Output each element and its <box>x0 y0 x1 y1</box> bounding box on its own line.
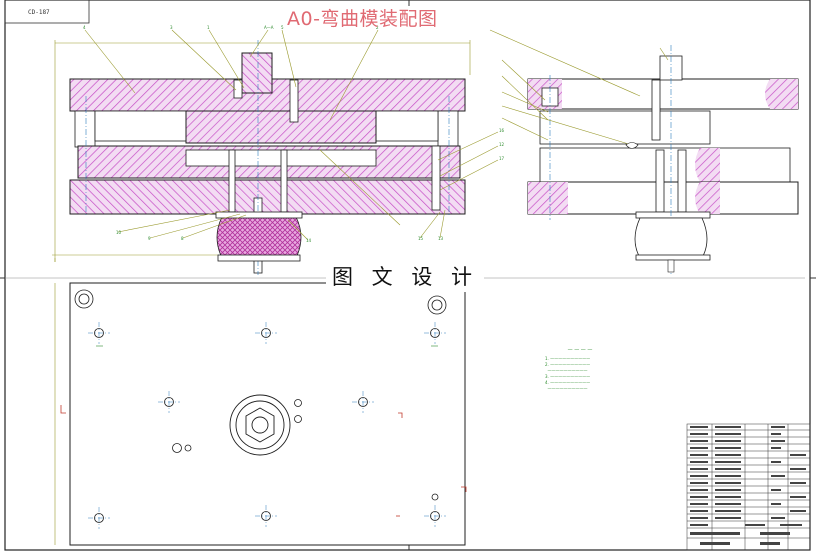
svg-text:5: 5 <box>281 25 284 30</box>
svg-text:13: 13 <box>438 236 444 241</box>
plan-centerlines <box>88 322 446 529</box>
guide-post-left <box>74 110 96 148</box>
guide-post-right <box>437 110 459 148</box>
rubber-spring <box>215 211 303 262</box>
front-view-dimensions <box>52 40 471 262</box>
drawing-code-box <box>4 0 90 24</box>
technical-notes-heading: — — — — <box>567 347 593 353</box>
svg-text:9: 9 <box>148 236 151 241</box>
svg-text:12: 12 <box>499 142 505 147</box>
svg-text:17: 17 <box>499 156 505 161</box>
svg-text:16: 16 <box>499 128 505 133</box>
front-view: 4 3 1 A—A 5 2 16 12 17 10 9 8 14 15 13 <box>52 25 505 275</box>
front-leaders <box>84 29 499 241</box>
svg-text:14: 14 <box>306 238 312 243</box>
plan-center-boss <box>229 394 291 456</box>
watermark-text: 图 文 设 计 <box>326 262 484 292</box>
side-top-plate <box>527 78 799 110</box>
title-block <box>686 423 811 551</box>
title-block-fill <box>690 426 806 545</box>
technical-note-line: 3. —————————— <box>545 374 591 379</box>
technical-note-line: 1. —————————— <box>545 356 591 361</box>
punch-plate <box>185 110 377 144</box>
technical-note-line: 4. —————————— <box>545 380 591 385</box>
technical-note-line: —————————— <box>545 386 588 391</box>
front-balloons: 4 3 1 A—A 5 2 16 12 17 10 9 8 14 15 13 <box>83 25 505 243</box>
side-die-plate <box>539 147 791 183</box>
plan-view <box>54 282 467 546</box>
drawing-code: CD-187 <box>28 9 50 16</box>
bottom-plate <box>69 179 466 215</box>
technical-note-line: 2. —————————— <box>545 362 591 367</box>
punch-shank <box>241 52 273 94</box>
drawing-title: A0-弯曲模装配图 <box>287 8 438 30</box>
technical-note-line: —————————— <box>545 368 588 373</box>
svg-text:2: 2 <box>376 25 379 30</box>
plan-section-marks <box>60 405 467 517</box>
side-middle-plate <box>539 110 711 145</box>
side-leaders <box>489 29 669 146</box>
side-rubber-spring <box>634 217 711 273</box>
svg-text:1: 1 <box>207 25 210 30</box>
svg-text:A—A: A—A <box>264 25 274 30</box>
side-view <box>489 29 799 275</box>
svg-text:10: 10 <box>116 230 122 235</box>
svg-text:3: 3 <box>170 25 173 30</box>
plan-corner-guides <box>74 289 447 315</box>
svg-text:15: 15 <box>418 236 424 241</box>
svg-text:8: 8 <box>181 236 184 241</box>
technical-notes: — — — — 1. —————————— 2. —————————— ————… <box>545 347 615 392</box>
svg-text:4: 4 <box>83 25 86 30</box>
